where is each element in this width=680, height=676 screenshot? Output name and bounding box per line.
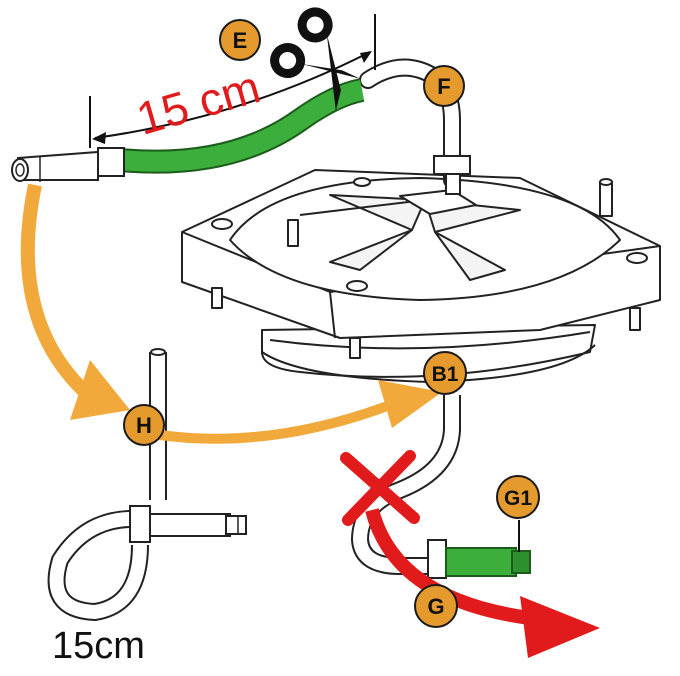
orange-arrow-to-h: [20, 183, 130, 420]
marker-g-label: G: [427, 594, 444, 619]
marker-g1: G1: [496, 475, 540, 519]
tube-e-green: [11, 78, 365, 182]
marker-f: F: [423, 65, 465, 107]
marker-e-label: E: [233, 28, 248, 53]
marker-b1: B1: [423, 351, 467, 395]
tube-h-loop: [47, 348, 247, 622]
red-arrow-to-g: [365, 508, 600, 658]
red-x-cross-icon: [340, 450, 420, 526]
tube-b1-outlet: [350, 395, 461, 579]
marker-g1-label: G1: [504, 487, 532, 510]
measurement-text-top: 15 cm: [131, 60, 266, 145]
loop-length-text: 15cm: [52, 625, 145, 667]
measurement-15cm: [89, 14, 376, 148]
marker-f-label: F: [437, 74, 450, 99]
marker-g: G: [414, 584, 458, 628]
tube-f: [359, 58, 471, 195]
valve-housing: [181, 169, 661, 383]
orange-arrow-to-b1: [159, 380, 442, 444]
marker-h: H: [123, 404, 165, 446]
scissors-icon: [270, 7, 361, 112]
marker-h-label: H: [136, 413, 152, 438]
fitting-g1-green: [445, 520, 531, 577]
marker-b1-label: B1: [432, 363, 459, 386]
marker-e: E: [219, 19, 261, 61]
